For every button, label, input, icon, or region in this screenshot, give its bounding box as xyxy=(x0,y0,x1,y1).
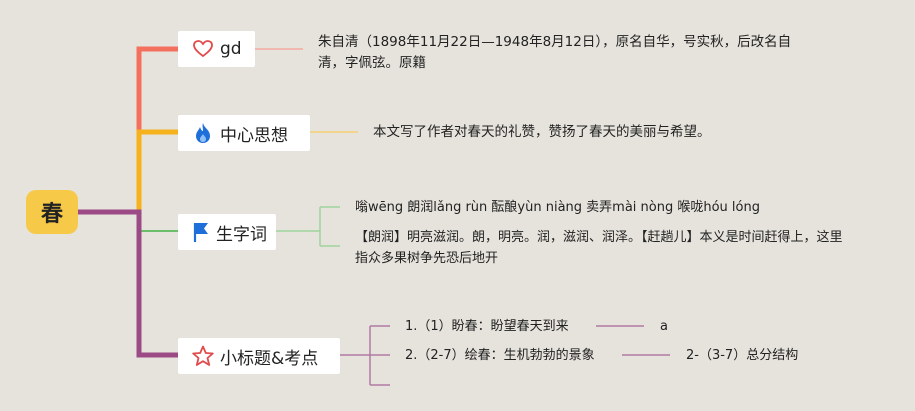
connector-trunk-topics xyxy=(78,209,178,358)
branch-subtitles[interactable]: 小标题&考点 xyxy=(178,338,340,374)
connector-topics-bracket xyxy=(340,325,390,386)
star-icon xyxy=(192,345,214,367)
branch-gd[interactable]: gd xyxy=(178,31,255,67)
branch-label: 小标题&考点 xyxy=(220,348,319,369)
root-node[interactable]: 春 xyxy=(26,190,78,234)
flag-icon xyxy=(192,221,210,243)
connector-trunk-words xyxy=(138,212,178,232)
connector-words-bracket xyxy=(276,206,340,247)
vocabulary-pinyin-text: 嗡wēng 朗润lǎng rùn 酝酿yùn niàng 卖弄mài nòng … xyxy=(355,200,760,215)
branch-label: 中心思想 xyxy=(220,125,288,146)
branch-label: 生字词 xyxy=(216,224,267,245)
vocabulary-definition-text: 【朗润】明亮滋润。朗，明亮。润，滋润、润泽。【赶趟儿】本义是时间赶得上，这里指众… xyxy=(355,230,843,266)
branch-vocabulary[interactable]: 生字词 xyxy=(178,214,276,250)
topic-item-2-child[interactable]: 2-（3-7）总分结构 xyxy=(686,348,799,363)
gd-detail-text: 朱自清（1898年11月22日—1948年8月12日），原名自华，号实秋，后改名… xyxy=(318,34,792,71)
heart-icon xyxy=(192,38,214,60)
center-idea-detail-text: 本文写了作者对春天的礼赞，赞扬了春天的美丽与希望。 xyxy=(373,124,711,140)
branch-label: gd xyxy=(220,39,242,59)
connector-trunk-center xyxy=(136,129,178,212)
topic-item-1[interactable]: 1.（1）盼春：盼望春天到来 xyxy=(405,319,569,334)
root-label: 春 xyxy=(40,202,63,227)
topic-item-2[interactable]: 2.（2-7）绘春：生机勃勃的景象 xyxy=(405,348,595,363)
flame-icon xyxy=(192,122,214,144)
connector-trunk-gd xyxy=(136,46,178,130)
topic-item-1-child[interactable]: a xyxy=(660,319,668,334)
branch-center-idea[interactable]: 中心思想 xyxy=(178,115,310,151)
